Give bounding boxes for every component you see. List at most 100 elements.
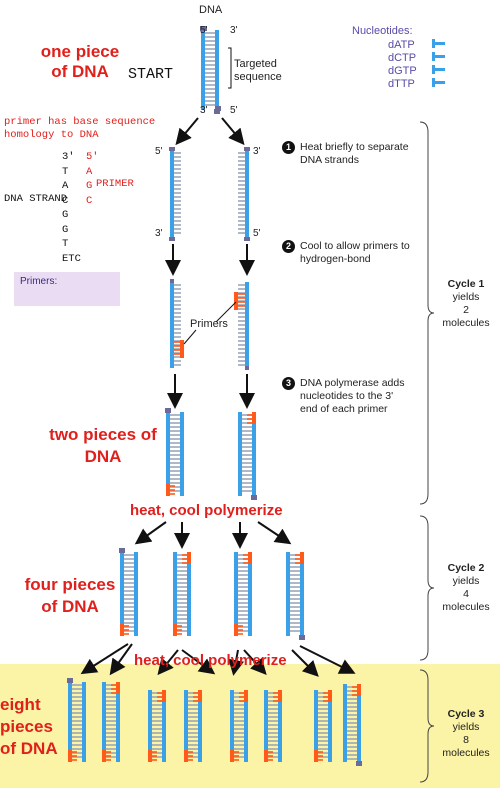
arrow — [175, 117, 199, 146]
strand-backbone — [278, 690, 282, 762]
strand-backbone — [68, 682, 72, 762]
nucleotide-icon-stem — [432, 52, 435, 61]
strand-backbone — [245, 282, 249, 368]
strand-base: C — [62, 194, 69, 207]
strand-backbone — [328, 690, 332, 762]
strand-backbone — [357, 684, 361, 762]
cycle-3-summary: Cycle 3 yields 8 molecules — [436, 708, 496, 760]
nucleotide-icon-stem — [432, 65, 435, 74]
strand-backbone — [162, 690, 166, 762]
primers-callout-line — [215, 301, 237, 323]
heat-cool-polymerize-label-1: heat, cool polymerize — [130, 502, 283, 519]
strand-backbone — [134, 552, 138, 636]
step-3: 3 DNA polymerase adds nucleotides to the… — [282, 377, 410, 416]
strand-base: ETC — [62, 252, 81, 265]
primer-segment — [198, 690, 202, 702]
strand-backbone — [244, 690, 248, 762]
targeted-sequence-bracket — [228, 47, 232, 89]
strand-end-cap — [244, 237, 250, 241]
strand-end-cap — [356, 761, 362, 766]
strand-end-cap — [245, 366, 249, 370]
nucleotide-icon-stem — [432, 39, 435, 48]
arrow — [291, 649, 319, 677]
primer-base: A — [86, 165, 93, 178]
primer-segment — [328, 690, 332, 702]
primer-segment — [264, 750, 268, 762]
nucleotide-dctp: dCTP — [388, 52, 445, 65]
step-2-text: Cool to allow primers to hydrogen-bond — [300, 240, 410, 265]
strand-left-bottom-end: 3' — [155, 228, 163, 239]
primers-box-label: Primers: — [20, 276, 58, 287]
arrow — [221, 117, 245, 146]
step-2-number: 2 — [282, 240, 295, 253]
cycle-1-yields: yields — [452, 291, 480, 303]
strand-backbone — [82, 682, 86, 762]
nucleotide-icon-stem — [432, 78, 435, 87]
cycle-1-summary: Cycle 1 yields 2 molecules — [436, 278, 496, 330]
primer-segment — [180, 340, 184, 358]
strand-left-top-end: 5' — [155, 146, 163, 157]
cycle-bracket — [419, 669, 435, 783]
strand-backbone — [166, 412, 170, 496]
arrow — [109, 643, 133, 676]
nucleotides-title: Nucleotides: — [352, 25, 413, 37]
strand-end-cap — [215, 106, 221, 111]
nucleotide-label: dTTP — [388, 78, 415, 90]
nucleotide-label: dCTP — [388, 52, 417, 64]
primer-segment — [234, 292, 238, 310]
dna-label: DNA — [199, 4, 223, 16]
strand-end-cap — [165, 408, 171, 413]
strand-backbone — [286, 552, 290, 636]
arrow — [228, 649, 245, 676]
cycle-bracket — [419, 121, 435, 505]
strand-backbone — [314, 690, 318, 762]
nucleotide-label: dGTP — [388, 65, 417, 77]
strand-end-cap — [244, 147, 250, 151]
primer-segment — [162, 690, 166, 702]
arrow — [257, 521, 292, 545]
step-3-number: 3 — [282, 377, 295, 390]
primer-segment — [278, 690, 282, 702]
primer-segment — [300, 552, 304, 564]
strand-backbone — [180, 412, 184, 496]
heat-cool-polymerize-label-2: heat, cool polymerize — [134, 652, 287, 669]
cycle-2-unit: molecules — [442, 601, 490, 613]
strand-end-cap — [201, 26, 207, 31]
primer-segment — [120, 624, 124, 636]
strand-backbone — [170, 282, 174, 368]
start-label: START — [128, 66, 174, 83]
cycle-1-count: 2 — [463, 304, 469, 316]
step-3-text: DNA polymerase adds nucleotides to the 3… — [300, 377, 405, 415]
cycle-2-title: Cycle 2 — [447, 562, 485, 574]
cycle-2-summary: Cycle 2 yields 4 molecules — [436, 562, 496, 614]
four-pieces-label: four pieces of DNA — [24, 575, 116, 616]
strand-backbone — [116, 682, 120, 762]
strand-backbone — [120, 552, 124, 636]
strand-base: T — [62, 165, 69, 178]
step-1: 1 Heat briefly to separate DNA strands — [282, 141, 412, 167]
arrow — [157, 649, 179, 676]
strand-base: G — [62, 209, 69, 221]
strand-base: 3' — [62, 151, 75, 163]
dna-top-5prime: 5' — [200, 25, 208, 36]
arrow — [80, 643, 129, 675]
primer-segment — [68, 750, 72, 762]
strand-end-cap — [67, 678, 73, 683]
nucleotide-dttp: dTTP — [388, 78, 445, 91]
cycle-1-unit: molecules — [442, 317, 490, 329]
nucleotide-dgtp: dGTP — [388, 65, 445, 78]
strand-end-cap — [299, 635, 305, 640]
primer-segment — [230, 750, 234, 762]
cycle-2-count: 4 — [463, 588, 469, 600]
cycle-3-title: Cycle 3 — [447, 708, 485, 720]
strand-backbone — [215, 30, 219, 110]
strand-backbone — [234, 552, 238, 636]
strand-base: G — [62, 223, 69, 236]
step-1-text: Heat briefly to separate DNA strands — [300, 141, 409, 166]
strand-backbone — [198, 690, 202, 762]
strand-backbone — [238, 412, 242, 496]
strand-base: T — [62, 238, 69, 250]
